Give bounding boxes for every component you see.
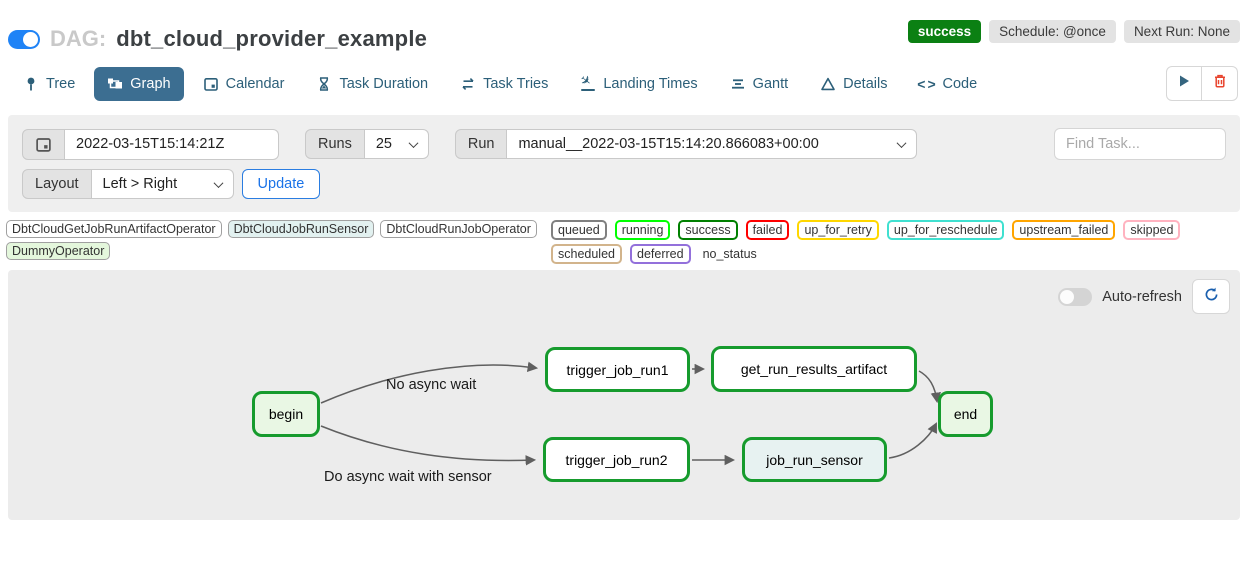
find-task-wrap — [1054, 128, 1226, 160]
refresh-icon — [1203, 286, 1220, 308]
status-chip[interactable]: deferred — [630, 244, 691, 264]
tab-task-tries[interactable]: Task Tries — [447, 67, 561, 101]
tab-label: Graph — [130, 75, 171, 92]
refresh-button[interactable] — [1192, 279, 1230, 314]
layout-label: Layout — [22, 169, 92, 199]
tab-calendar[interactable]: Calendar — [190, 67, 298, 101]
layout-group: Layout Left > Right — [22, 169, 234, 199]
status-badge: success — [907, 20, 982, 43]
dag-prefix-label: DAG: — [50, 26, 107, 51]
operator-legend: DbtCloudGetJobRunArtifactOperator DbtClo… — [6, 220, 551, 260]
layout-value: Left > Right — [102, 176, 178, 192]
status-chip[interactable]: failed — [745, 220, 790, 240]
dag-edges — [320, 361, 942, 466]
filter-bar: Runs 25 Run manual__2022-03-15T15:14:20.… — [8, 115, 1240, 212]
tab-label: Code — [942, 75, 978, 92]
runs-label: Runs — [305, 129, 365, 159]
tab-label: Calendar — [225, 75, 285, 92]
status-chip[interactable]: skipped — [1123, 220, 1181, 240]
edge-label-no-async: No async wait — [386, 377, 477, 393]
toggle-knob — [1060, 289, 1075, 304]
view-tabbar: Tree Graph Calendar Task Duration Task T… — [0, 52, 1248, 107]
tab-label: Tree — [46, 75, 76, 92]
chevron-down-icon — [213, 177, 223, 188]
tab-tree[interactable]: Tree — [10, 67, 88, 101]
edge-label-async-sensor: Do async wait with sensor — [324, 469, 492, 485]
status-chip[interactable]: queued — [551, 220, 607, 240]
calendar-picker-button[interactable] — [22, 128, 65, 160]
task-node-trigger-job-run1[interactable]: trigger_job_run1 — [545, 347, 690, 392]
tab-label: Gantt — [752, 75, 789, 92]
task-node-job-run-sensor[interactable]: job_run_sensor — [742, 437, 887, 482]
operator-chip: DbtCloudGetJobRunArtifactOperator — [6, 220, 222, 238]
run-value: manual__2022-03-15T15:14:20.866083+00:00 — [518, 136, 819, 152]
tree-pin-icon — [23, 76, 39, 92]
task-node-get-run-results-artifact[interactable]: get_run_results_artifact — [711, 346, 917, 392]
run-group: Run manual__2022-03-15T15:14:20.866083+0… — [454, 129, 918, 159]
run-label: Run — [454, 129, 508, 159]
status-chip[interactable]: upstream_failed — [1012, 220, 1116, 240]
refresh-controls: Auto-refresh — [1058, 279, 1230, 314]
task-node-trigger-job-run2[interactable]: trigger_job_run2 — [543, 437, 690, 482]
toggle-knob — [23, 31, 38, 47]
auto-refresh-toggle[interactable] — [1058, 287, 1093, 306]
dag-title: dbt_cloud_provider_example — [116, 26, 428, 51]
run-select[interactable]: manual__2022-03-15T15:14:20.866083+00:00 — [507, 129, 918, 159]
dag-pause-toggle[interactable] — [8, 29, 40, 49]
play-icon — [1177, 74, 1191, 93]
tab-label: Landing Times — [603, 75, 698, 92]
dag-header: DAG: dbt_cloud_provider_example success … — [0, 0, 1248, 52]
base-date-input[interactable] — [76, 136, 267, 152]
tab-graph[interactable]: Graph — [94, 66, 184, 101]
graph-icon — [107, 76, 123, 92]
operator-chip: DbtCloudRunJobOperator — [380, 220, 537, 238]
tab-landing-times[interactable]: ✈ Landing Times — [567, 67, 710, 101]
status-legend: queued running success failed up_for_ret… — [551, 220, 1242, 264]
trigger-dag-button[interactable] — [1166, 66, 1202, 101]
auto-refresh-label: Auto-refresh — [1102, 288, 1182, 305]
operator-chip: DbtCloudJobRunSensor — [227, 220, 375, 238]
operator-chip: DummyOperator — [6, 242, 111, 260]
base-date-group — [22, 128, 279, 160]
schedule-badge[interactable]: Schedule: @once — [989, 20, 1116, 43]
status-chip[interactable]: scheduled — [551, 244, 622, 264]
status-chip[interactable]: up_for_retry — [797, 220, 879, 240]
trash-icon — [1212, 73, 1228, 94]
chevron-down-icon — [897, 137, 907, 148]
tab-details[interactable]: Details — [807, 67, 900, 101]
base-date-field — [65, 128, 279, 160]
runs-value: 25 — [375, 136, 392, 152]
task-node-end[interactable]: end — [938, 391, 993, 437]
landing-plane-icon: ✈ — [577, 70, 596, 91]
tab-label: Task Tries — [483, 75, 549, 92]
task-node-begin[interactable]: begin — [252, 391, 320, 437]
status-chip-no-status: no_status — [702, 247, 757, 261]
tab-gantt[interactable]: Gantt — [717, 67, 801, 101]
gantt-icon — [730, 76, 746, 92]
runs-group: Runs 25 — [305, 129, 429, 159]
details-triangle-icon — [820, 76, 836, 92]
tab-label: Task Duration — [339, 75, 429, 92]
legend-row: DbtCloudGetJobRunArtifactOperator DbtClo… — [6, 220, 1242, 264]
runs-select[interactable]: 25 — [364, 129, 429, 159]
tab-code[interactable]: <> Code — [906, 67, 990, 101]
code-icon: <> — [917, 75, 938, 92]
find-task-input[interactable] — [1054, 128, 1226, 160]
update-button[interactable]: Update — [241, 169, 321, 199]
tab-task-duration[interactable]: Task Duration — [303, 67, 441, 101]
calendar-icon — [203, 76, 219, 92]
chevron-down-icon — [408, 137, 419, 148]
status-chip[interactable]: success — [678, 220, 738, 240]
layout-select[interactable]: Left > Right — [91, 169, 234, 199]
repeat-icon — [460, 76, 476, 92]
tab-label: Details — [843, 75, 888, 92]
hourglass-icon — [316, 76, 332, 92]
next-run-badge: Next Run: None — [1123, 20, 1240, 43]
delete-dag-button[interactable] — [1202, 66, 1238, 101]
dag-graph-panel: No async wait Do async wait with sensor … — [8, 270, 1240, 520]
status-chip[interactable]: running — [614, 220, 671, 240]
status-chip[interactable]: up_for_reschedule — [886, 220, 1005, 240]
